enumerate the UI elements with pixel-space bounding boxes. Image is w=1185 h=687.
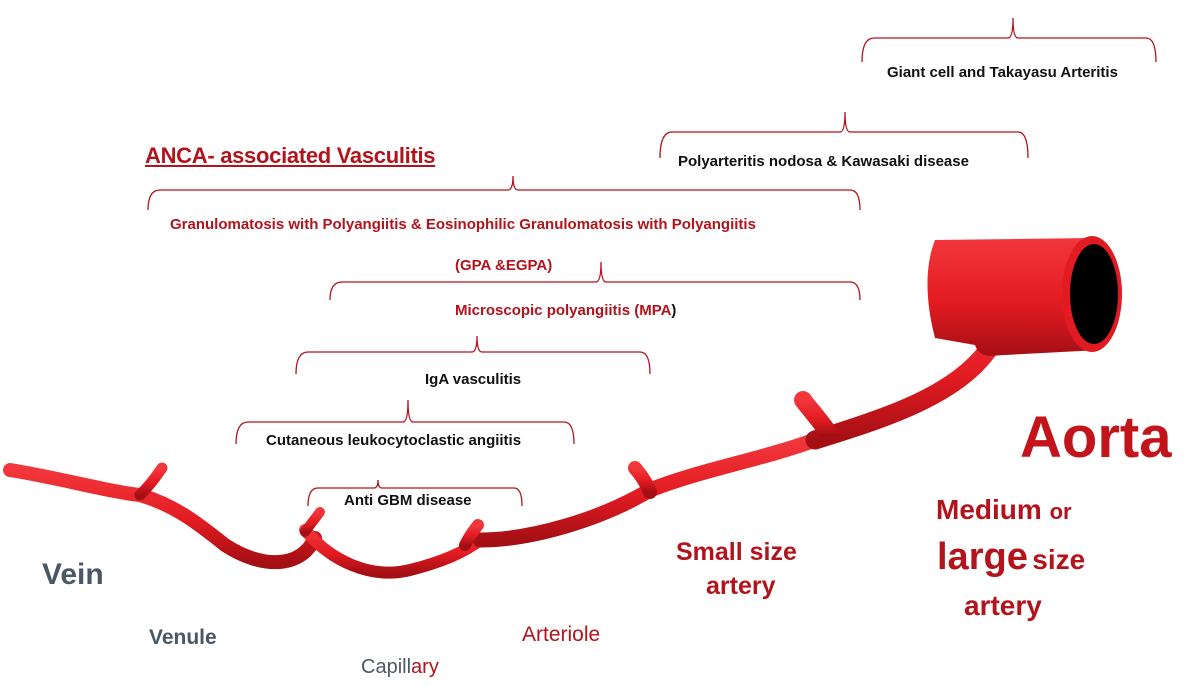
aorta-lumen	[1070, 244, 1118, 344]
vessel-capillary-loop	[305, 530, 480, 573]
vessel-branch-medium-artery	[803, 400, 830, 435]
label-or-word: or	[1050, 499, 1072, 524]
label-small-artery: artery	[706, 572, 776, 601]
label-gpa-abbrev: (GPA &EGPA)	[455, 257, 552, 274]
bracket-giant-cell	[862, 18, 1156, 62]
label-capillary-part1: Capill	[361, 656, 411, 678]
label-large-line: large size	[937, 536, 1085, 579]
label-mpa-paren: )	[671, 302, 676, 319]
label-aorta: Aorta	[1020, 404, 1171, 471]
label-capillary-part2: ary	[411, 656, 439, 678]
vessel-branch-venule	[140, 468, 162, 495]
label-size-word: size	[1032, 544, 1085, 575]
bracket-anca	[148, 176, 860, 210]
label-gpa-egpa: Granulomatosis with Polyangiitis & Eosin…	[170, 216, 756, 233]
label-cutaneous: Cutaneous leukocytoclastic angiitis	[266, 432, 521, 449]
bracket-polyarteritis	[660, 112, 1028, 158]
label-anti-gbm: Anti GBM disease	[344, 492, 472, 509]
vessel-branch-small-artery	[635, 468, 650, 492]
label-mpa-text: Microscopic polyangiitis (MPA	[455, 302, 671, 319]
label-arteriole: Arteriole	[522, 623, 600, 647]
label-giant-cell: Giant cell and Takayasu Arteritis	[887, 64, 1118, 81]
label-large-word: large	[937, 536, 1028, 578]
label-small-size: Small size	[676, 538, 797, 567]
bracket-iga	[296, 336, 650, 374]
label-medium-word: Medium	[936, 494, 1042, 525]
label-mpa: Microscopic polyangiitis (MPA)	[455, 302, 676, 319]
label-vein: Vein	[42, 558, 104, 592]
label-iga: IgA vasculitis	[425, 371, 521, 388]
vessel-branch-capillary	[305, 512, 320, 532]
label-anca-heading: ANCA- associated Vasculitis	[145, 143, 435, 169]
label-capillary: Capillary	[361, 656, 439, 679]
label-medium-artery-word: artery	[964, 590, 1042, 622]
label-medium-line: Medium or	[936, 494, 1072, 526]
bracket-mpa	[330, 262, 860, 300]
label-polyarteritis: Polyarteritis nodosa & Kawasaki disease	[678, 153, 969, 170]
vessel-main-trunk	[10, 470, 315, 562]
label-venule: Venule	[149, 626, 217, 650]
